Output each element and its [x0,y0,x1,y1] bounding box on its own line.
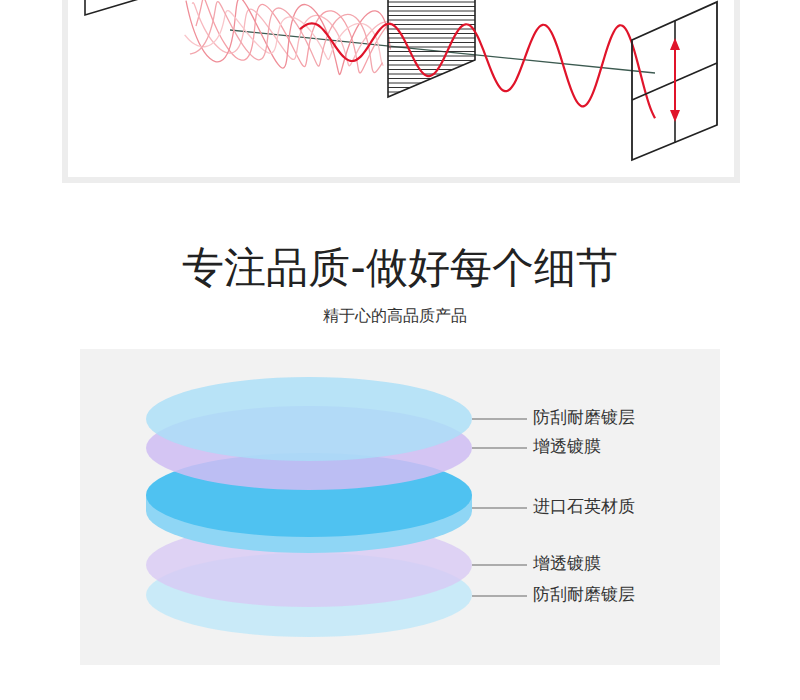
hatch-line [388,60,474,61]
leader-lines [472,419,527,596]
polarized-wave [300,23,655,118]
layer-label: 防刮耐磨镀层 [533,407,635,427]
layer-label: 防刮耐磨镀层 [533,584,635,604]
polarization-arrow [674,44,676,116]
scratch-coating-top [146,377,472,461]
hatch-line [388,29,475,30]
hatch-line [388,42,475,43]
hatch-line [388,15,475,16]
hatch-line [388,65,463,66]
unpolarized-wave [185,11,384,66]
panel-frame [62,0,740,183]
hatch-line [388,2,475,3]
hatch-line [388,87,410,88]
unpolarized-waves [185,0,394,75]
hatch-line [388,51,475,52]
leader-line [472,448,527,449]
leader-line [472,596,527,597]
hatch-line [388,38,475,39]
leader-line [472,565,527,566]
page-title: 专注品质-做好每个细节 [0,240,800,296]
arrow-head [670,38,680,50]
lens-layers [146,377,472,637]
unpolarized-wave [192,3,394,66]
propagation-axis [230,30,655,73]
hatch-line [388,20,475,21]
subtitle: 精于心的高品质产品 [0,306,795,325]
polarizer-frame [388,0,475,97]
arrow-head [670,110,680,122]
hatch-line [388,83,421,84]
layer-label: 增透镀膜 [533,553,601,573]
panel-ground [68,0,734,177]
source-frame [85,0,142,15]
layer-label: 增透镀膜 [533,436,601,456]
hatch-line [388,6,475,7]
hatch-line [388,47,475,48]
leader-line [472,419,527,420]
unpolarized-wave [196,0,391,73]
hatch-line [388,56,475,57]
polarized-wave-line [300,23,655,118]
polarizer-hatching [388,2,475,97]
layer-panel [80,349,720,665]
layer-label: 进口石英材质 [533,496,635,516]
unpolarized-wave [186,0,390,75]
screen-frame [632,2,717,160]
leader-line [472,508,527,509]
hatch-line [388,78,432,79]
polarization-figure [85,0,717,160]
hatch-line [388,11,475,12]
